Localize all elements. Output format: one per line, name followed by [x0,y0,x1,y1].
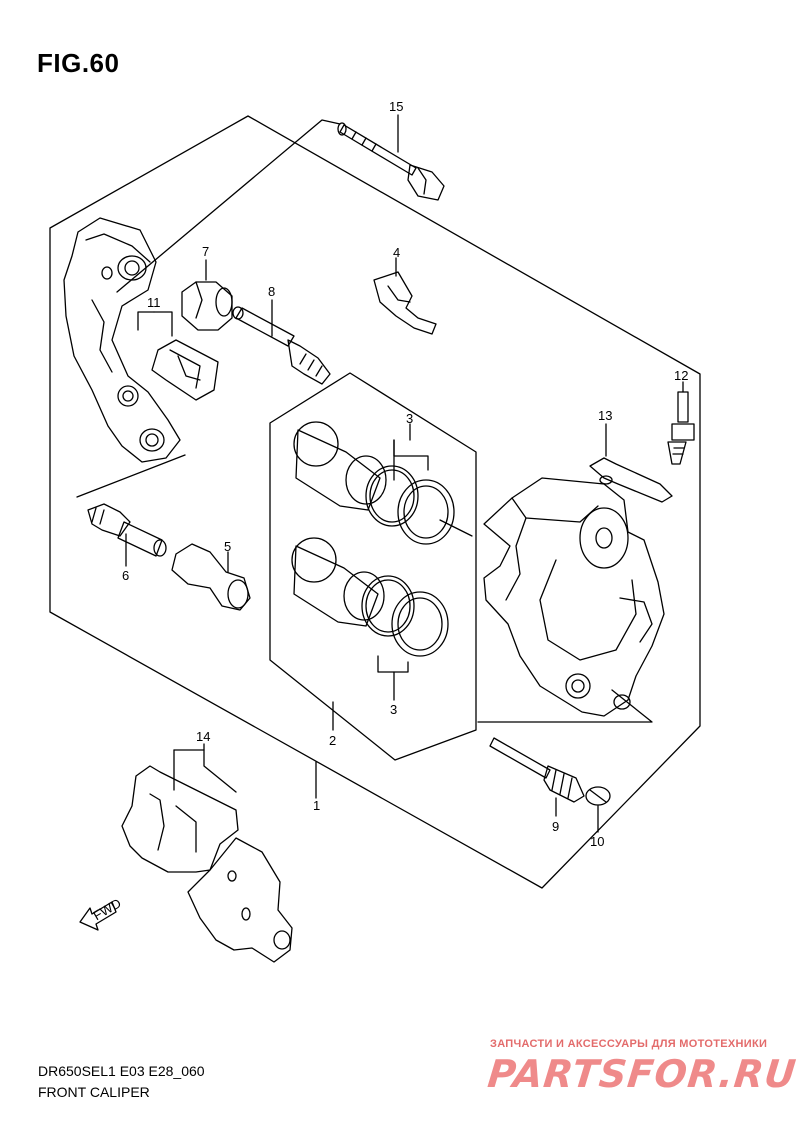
brake-pad-part-14 [121,765,293,963]
pad-pin-part-9 [489,737,585,803]
model-code-label: DR650SEL1 E03 E28_060 [38,1063,205,1079]
slide-pin-part-6 [87,503,167,557]
seal-rings [361,465,455,657]
forward-arrow-icon [79,901,117,931]
callout-11: 11 [147,295,161,310]
watermark-logo: PARTSFOR.RU [485,1052,799,1096]
leader-line [137,311,155,331]
leader-line [153,311,173,337]
leader-line [116,119,341,293]
clip-part-11 [151,339,219,401]
assembly-outline-2 [269,372,477,761]
callout-8: 8 [268,284,275,299]
cap-part-13 [589,457,673,503]
caliper-body [483,477,665,717]
arrow-label: FWD [91,895,124,923]
bolt-part-15 [337,122,445,201]
pad-spring-part-4 [373,271,437,335]
callout-13: 13 [598,408,612,423]
assembly-outline-1 [49,115,701,889]
callout-6: 6 [122,568,129,583]
callout-3-lower: 3 [390,702,397,717]
piston-upper [293,421,387,511]
sleeve-part-5 [171,543,251,611]
callout-2: 2 [329,733,336,748]
callout-9: 9 [552,819,559,834]
leader-line [377,655,409,673]
watermark-caption: ЗАПЧАСТИ И АКСЕССУАРЫ ДЛЯ МОТОТЕХНИКИ [490,1038,768,1050]
callout-7: 7 [202,244,209,259]
callout-15: 15 [389,99,403,114]
callout-10: 10 [590,834,604,849]
leader-line [439,519,473,537]
callout-5: 5 [224,539,231,554]
leader-line [477,689,653,723]
callout-14: 14 [196,729,210,744]
pin-part-8 [232,306,331,385]
leader-line [76,454,186,498]
figure-title: FIG.60 [37,48,120,78]
piston-lower [291,537,385,627]
callout-1: 1 [313,798,320,813]
leader-line [173,749,237,793]
callout-12: 12 [674,368,688,383]
bleeder-part-12 [667,391,695,465]
caliper-bracket [63,217,181,463]
boot-part-7 [181,281,233,331]
callout-4: 4 [393,245,400,260]
leader-line [393,439,429,471]
plug-part-10 [585,786,611,806]
figure-name-label: FRONT CALIPER [38,1084,150,1100]
callout-3-upper: 3 [406,411,413,426]
